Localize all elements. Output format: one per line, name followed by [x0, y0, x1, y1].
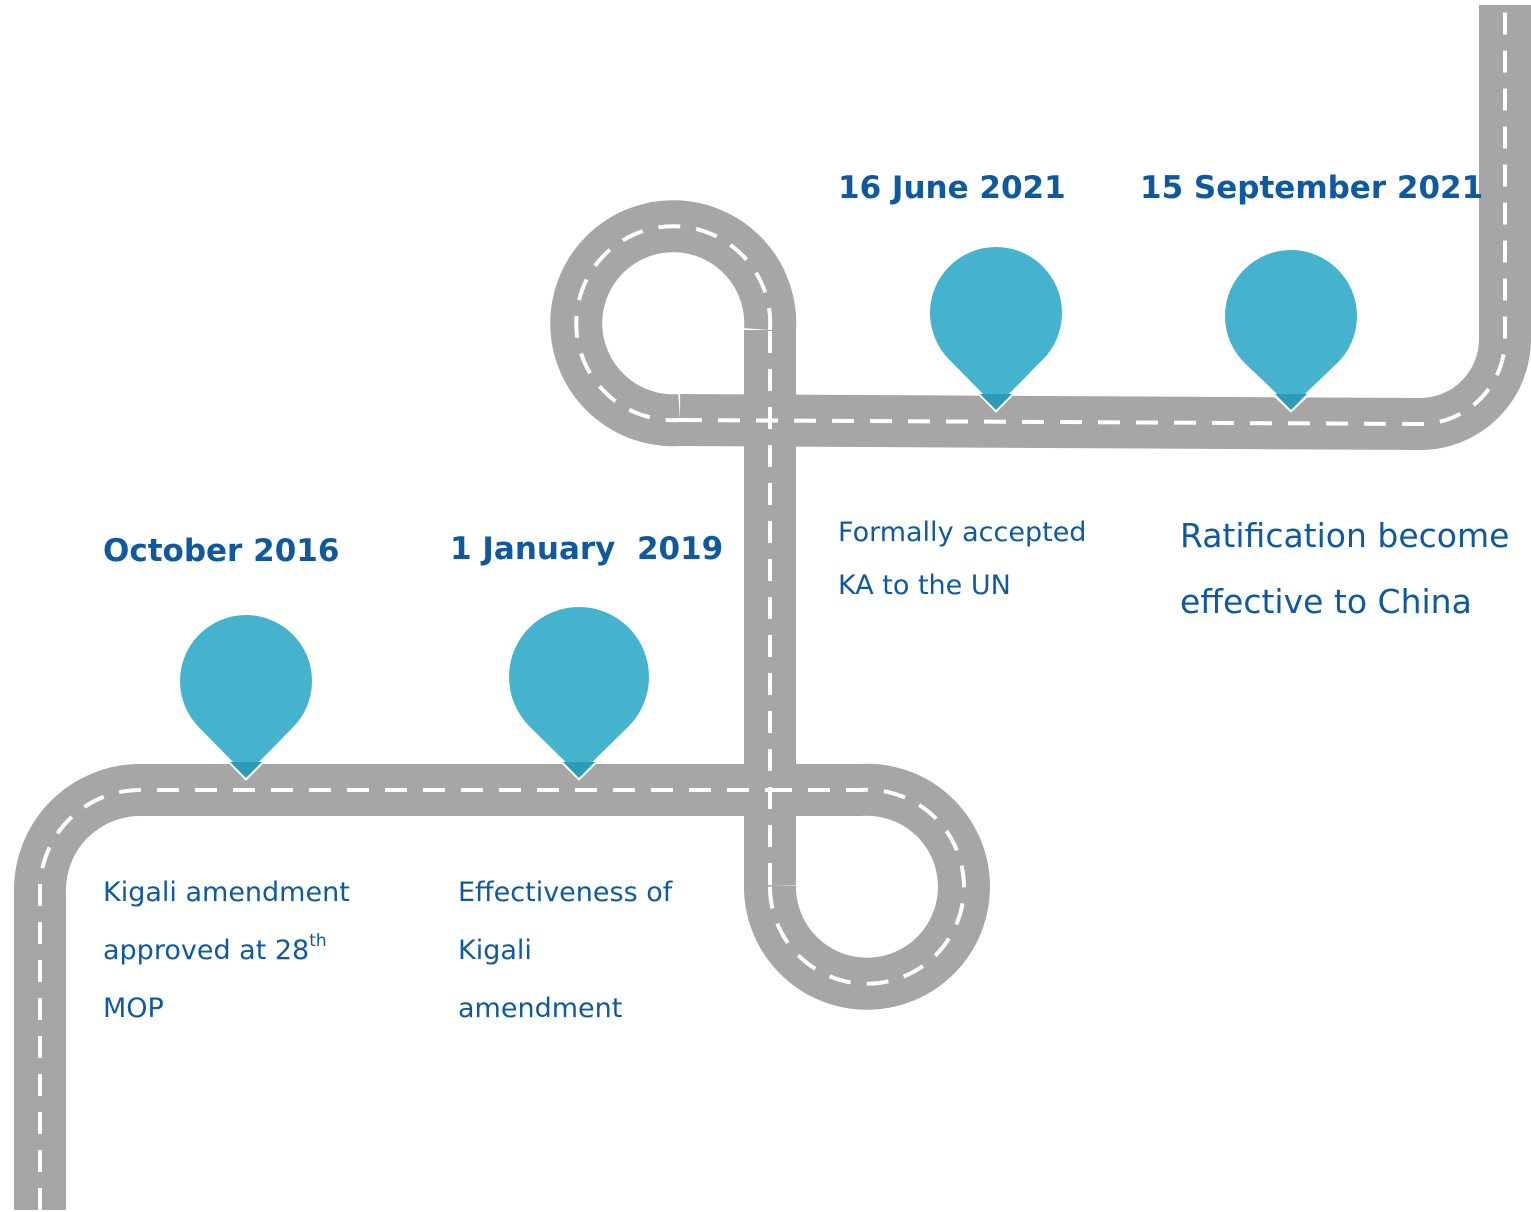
milestone-1-line-3: MOP — [103, 993, 164, 1024]
milestone-2-line-3: amendment — [458, 993, 623, 1024]
road-center-dashes — [38, 5, 1507, 1210]
milestone-1-pin-body — [176, 611, 316, 781]
milestone-1-line-1: Kigali amendment — [103, 877, 350, 908]
milestone-4-pin-body — [1221, 246, 1361, 413]
milestone-3-date: 16 June 2021 — [838, 170, 1066, 206]
milestone-4-pin-tip — [1275, 394, 1307, 410]
road-segment-lower-loop-dash — [767, 787, 966, 986]
milestone-3-pin-tip — [980, 394, 1012, 410]
road-segment-lower-dash — [38, 788, 770, 1210]
milestone-2-line-1: Effectiveness of — [458, 877, 673, 908]
milestone-2-description: Effectiveness of Kigali amendment — [458, 864, 672, 1038]
milestone-4-description: Ratification become effective to China — [1180, 503, 1509, 635]
milestone-pins — [176, 243, 1361, 781]
milestone-2-pin-body — [505, 602, 653, 781]
milestone-3-line-2: KA to the UN — [838, 570, 1011, 601]
milestone-2-pin-icon — [505, 602, 653, 781]
milestone-3-pin-icon — [926, 243, 1066, 413]
road-segment-upper — [679, 5, 1531, 451]
milestone-3-line-1: Formally accepted — [838, 517, 1087, 548]
milestone-3-description: Formally accepted KA to the UN — [838, 506, 1086, 612]
milestone-4-line-2: effective to China — [1180, 582, 1472, 621]
milestone-1-pin-tip — [230, 762, 262, 778]
milestone-4-date: 15 September 2021 — [1140, 170, 1484, 206]
milestone-2-line-2: Kigali — [458, 935, 532, 966]
road-segment-upper-dash — [679, 5, 1507, 427]
milestone-4-pin-icon — [1221, 246, 1361, 413]
milestone-1-date: October 2016 — [103, 533, 340, 569]
milestone-1-pin-icon — [176, 611, 316, 781]
milestone-1-description: Kigali amendment approved at 28th MOP — [103, 864, 350, 1038]
milestone-2-pin-tip — [563, 762, 595, 778]
milestone-4-line-1: Ratification become — [1180, 516, 1510, 555]
milestone-3-pin-body — [926, 243, 1066, 413]
milestone-1-superscript: th — [309, 931, 327, 951]
road-segment-upper-loop-dash — [574, 224, 773, 423]
milestone-2-date: 1 January 2019 — [450, 531, 724, 567]
milestone-1-line-2: approved at 28th — [103, 931, 327, 967]
